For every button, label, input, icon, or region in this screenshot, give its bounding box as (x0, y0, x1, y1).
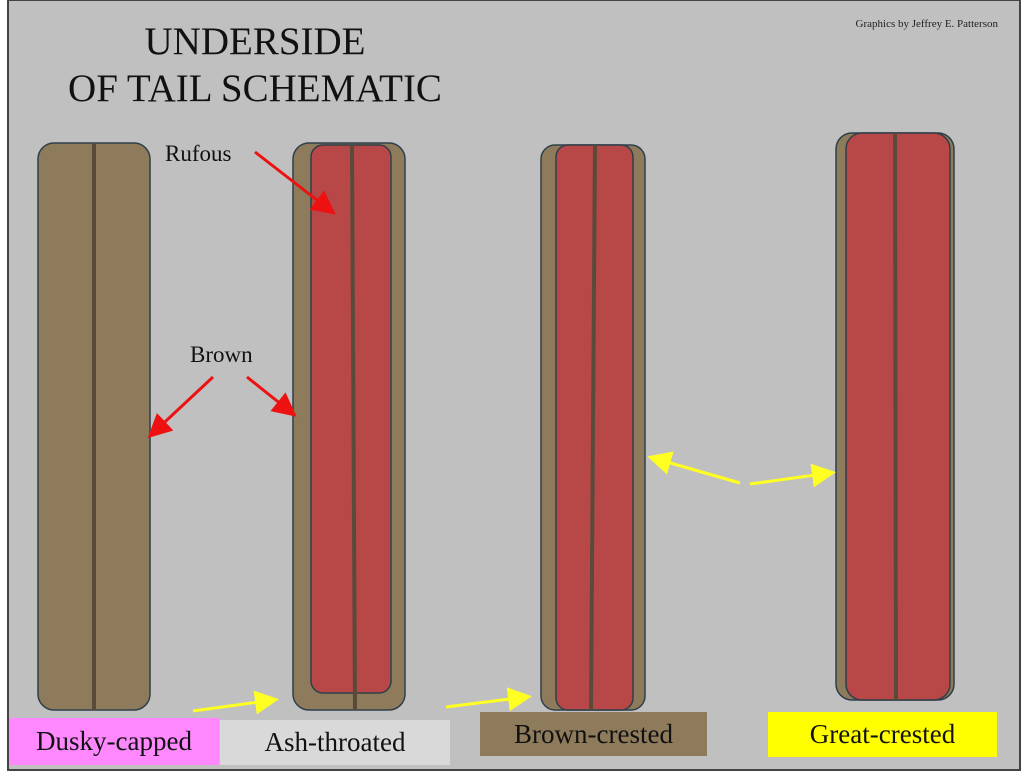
species-label-great-crested: Great-crested (768, 712, 997, 757)
title-line-1: UNDERSIDE (144, 20, 366, 63)
feather-dusky-capped (37, 142, 151, 711)
brown-label: Brown (190, 342, 253, 367)
yellow-arrows (192, 451, 836, 715)
title-line-2: OF TAIL SCHEMATIC (68, 67, 442, 110)
species-label-ash-throated: Ash-throated (220, 720, 450, 765)
feather-great-crested (835, 132, 955, 701)
red-arrows (147, 150, 336, 439)
species-label-brown-crested: Brown-crested (480, 712, 707, 756)
credit-text: Graphics by Jeffrey E. Patterson (855, 18, 998, 30)
page-title: UNDERSIDE OF TAIL SCHEMATIC (40, 18, 470, 112)
feather-ash-throated (292, 142, 406, 711)
species-label-dusky-capped: Dusky-capped (9, 718, 219, 765)
feather-brown-crested (540, 144, 646, 711)
rufous-label: Rufous (165, 141, 232, 166)
